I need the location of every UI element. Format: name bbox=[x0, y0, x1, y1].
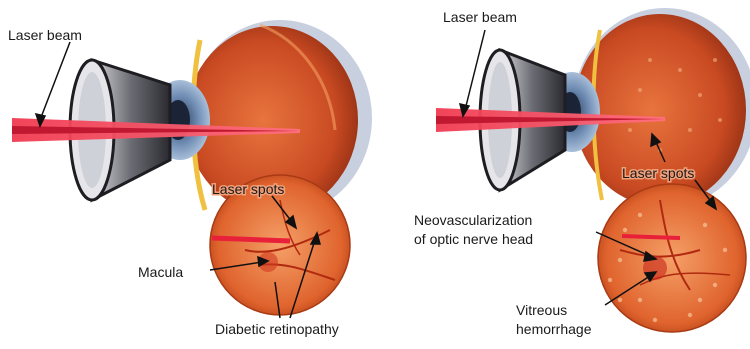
left-panel: Laser beam Laser spots Macula Diabetic r… bbox=[8, 20, 372, 337]
right-neovascularization-label-line1: Neovascularization bbox=[414, 212, 532, 228]
right-hemorrhage-label-line2: hemorrhage bbox=[516, 321, 592, 337]
right-fundus-inset bbox=[598, 184, 746, 332]
left-laser-spots-label: Laser spots bbox=[212, 181, 284, 197]
left-diabetic-retinopathy-label: Diabetic retinopathy bbox=[215, 321, 339, 337]
right-panel: Laser beam Laser spots Neovascularizatio… bbox=[414, 8, 750, 337]
right-laser-beam-label: Laser beam bbox=[443, 9, 517, 25]
left-laser-beam-label: Laser beam bbox=[8, 27, 82, 43]
right-laser-spots-label: Laser spots bbox=[622, 165, 694, 181]
left-macula-label: Macula bbox=[138, 264, 183, 280]
right-vitreous-label-line1: Vitreous bbox=[516, 302, 567, 318]
right-neovascularization-label-line2: of optic nerve head bbox=[414, 231, 533, 247]
